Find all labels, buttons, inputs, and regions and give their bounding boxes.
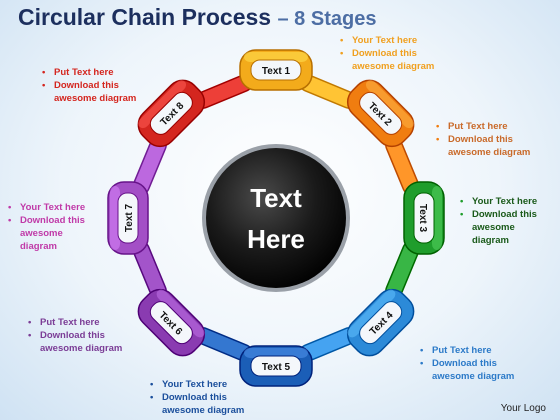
title-subtitle: – 8 Stages bbox=[277, 8, 377, 30]
center-text-line1: Text bbox=[250, 183, 302, 213]
logo-text: Your Logo bbox=[500, 403, 546, 414]
note-stage-2: Put Text here Download this awesome diag… bbox=[436, 120, 530, 159]
center-text-line2: Here bbox=[247, 224, 305, 254]
note-line: Put Text here bbox=[436, 120, 530, 133]
note-line: Download this bbox=[436, 133, 530, 146]
note-line: awesome diagram bbox=[150, 404, 244, 417]
note-line: Download this bbox=[340, 47, 434, 60]
note-line: Your Text here bbox=[150, 378, 244, 391]
stage-label: Text 1 bbox=[262, 66, 291, 77]
note-line-cont: awesome diagram bbox=[54, 93, 137, 104]
note-line: diagram bbox=[460, 234, 537, 247]
chain-link-stage-4: Text 4 bbox=[346, 288, 415, 357]
chain-link-stage-8: Text 8 bbox=[137, 79, 206, 148]
note-line: Download this bbox=[8, 214, 85, 227]
note-stage-7: Your Text here Download this awesome dia… bbox=[8, 201, 85, 253]
note-stage-1: Your Text here Download this awesome dia… bbox=[340, 34, 434, 73]
note-line: Your Text here bbox=[340, 34, 434, 47]
note-line-cont: diagram bbox=[20, 241, 57, 252]
note-line: Download this bbox=[420, 357, 514, 370]
note-line-cont: diagram bbox=[472, 235, 509, 246]
note-line-cont: awesome bbox=[472, 222, 515, 233]
note-line: awesome diagram bbox=[436, 146, 530, 159]
note-stage-6: Put Text here Download this awesome diag… bbox=[28, 316, 122, 355]
note-line-cont: awesome bbox=[20, 228, 63, 239]
note-line-cont: awesome diagram bbox=[352, 61, 435, 72]
note-line-cont: awesome diagram bbox=[40, 343, 123, 354]
chain-link-stage-3: Text 3 bbox=[403, 181, 445, 255]
note-stage-4: Put Text here Download this awesome diag… bbox=[420, 344, 514, 383]
note-line-cont: awesome diagram bbox=[162, 405, 245, 416]
note-line: Download this bbox=[150, 391, 244, 404]
page-title: Circular Chain Process – 8 Stages bbox=[18, 4, 376, 31]
center-circle: Text Here bbox=[202, 144, 350, 292]
title-main: Circular Chain Process bbox=[18, 4, 272, 30]
note-line: Put Text here bbox=[42, 66, 136, 79]
note-line: awesome diagram bbox=[420, 370, 514, 383]
note-line: awesome bbox=[460, 221, 537, 234]
note-line: awesome diagram bbox=[340, 60, 434, 73]
chain-link-stage-7: Text 7 bbox=[107, 181, 149, 255]
note-stage-5: Your Text here Download this awesome dia… bbox=[150, 378, 244, 417]
chain-connectors bbox=[132, 74, 420, 362]
note-line: awesome bbox=[8, 227, 85, 240]
note-line: awesome diagram bbox=[42, 92, 136, 105]
note-line: awesome diagram bbox=[28, 342, 122, 355]
note-stage-8: Put Text here Download this awesome diag… bbox=[42, 66, 136, 105]
stage-label: Text 7 bbox=[124, 203, 135, 232]
note-line-cont: awesome diagram bbox=[448, 147, 531, 158]
chain-link-stage-5: Text 5 bbox=[239, 345, 313, 387]
note-line: Download this bbox=[28, 329, 122, 342]
note-line: diagram bbox=[8, 240, 85, 253]
note-stage-3: Your Text here Download this awesome dia… bbox=[460, 195, 537, 247]
chain-link-stage-1: Text 1 bbox=[239, 49, 313, 91]
stage-label: Text 3 bbox=[417, 204, 428, 233]
note-line: Put Text here bbox=[28, 316, 122, 329]
stage-label: Text 5 bbox=[262, 362, 291, 373]
note-line: Put Text here bbox=[420, 344, 514, 357]
note-line-cont: awesome diagram bbox=[432, 371, 515, 382]
note-line: Download this bbox=[460, 208, 537, 221]
chain-link-stage-6: Text 6 bbox=[137, 288, 206, 357]
note-line: Your Text here bbox=[8, 201, 85, 214]
note-line: Your Text here bbox=[460, 195, 537, 208]
note-line: Download this bbox=[42, 79, 136, 92]
chain-link-stage-2: Text 2 bbox=[346, 79, 415, 148]
